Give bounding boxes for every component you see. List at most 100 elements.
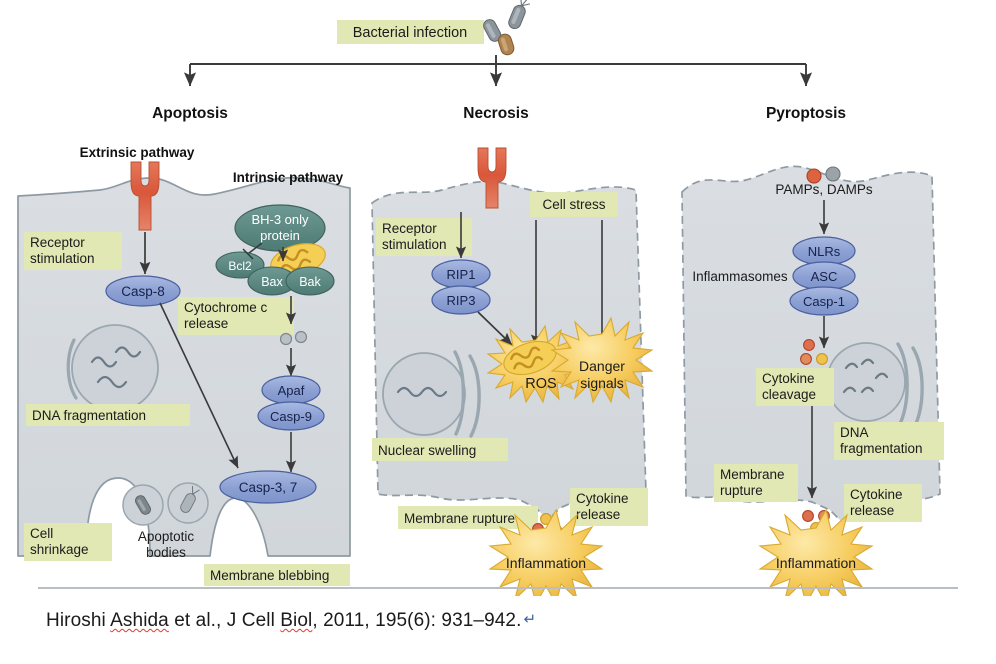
citation-journal: Biol: [280, 610, 313, 631]
pilcrow-mark: ↵: [523, 611, 537, 628]
arrow-casp8-to-casp37: [159, 302, 239, 469]
node-bax: Bax: [247, 266, 297, 296]
pathway-title-pyroptosis: Pyroptosis: [766, 105, 846, 122]
svg-text:fragmentation: fragmentation: [840, 441, 923, 456]
svg-text:DNA: DNA: [840, 425, 869, 440]
cell-death-pathways-figure: Bacterial infection Apoptosis Necrosis P…: [17, 0, 958, 596]
svg-text:BH-3 only: BH-3 only: [251, 212, 309, 227]
svg-text:release: release: [576, 507, 620, 522]
inhibition-bh3-to-bcl2: [242, 242, 263, 260]
bacteria-icon: [483, 0, 530, 56]
svg-text:stimulation: stimulation: [30, 251, 95, 266]
pyroptosis-column: PAMPs, DAMPs NLRs ASC Casp-1 Inflammasom…: [681, 165, 944, 596]
node-casp1: Casp-1: [789, 286, 859, 316]
svg-text:signals: signals: [580, 375, 624, 391]
svg-text:cleavage: cleavage: [762, 387, 816, 402]
node-bh3-only-protein: BH-3 only protein: [234, 204, 326, 252]
svg-text:protein: protein: [260, 228, 300, 243]
label-cytokine-release-pyroptosis: Cytokine release: [844, 484, 922, 522]
svg-text:Cytokine: Cytokine: [850, 487, 903, 502]
label-membrane-rupture-necrosis: Membrane rupture: [398, 506, 538, 529]
label-membrane-blebbing: Membrane blebbing: [204, 564, 350, 586]
svg-text:Receptor: Receptor: [382, 221, 437, 236]
node-rip3: RIP3: [431, 285, 491, 315]
label-nuclear-swelling: Nuclear swelling: [372, 438, 508, 461]
svg-text:rupture: rupture: [720, 483, 763, 498]
svg-text:Cytokine: Cytokine: [762, 371, 815, 386]
apoptotic-bodies-icon: Apoptotic bodies: [122, 482, 209, 560]
arrow-rip3-to-ros: [477, 311, 513, 346]
svg-text:Membrane: Membrane: [720, 467, 785, 482]
svg-text:ASC: ASC: [811, 269, 838, 284]
svg-text:Casp-8: Casp-8: [121, 284, 165, 299]
svg-text:Apoptotic: Apoptotic: [138, 529, 195, 544]
label-receptor-stimulation-necrosis: Receptor stimulation: [376, 218, 472, 256]
bacterial-infection-label: Bacterial infection: [353, 25, 467, 41]
label-inflammasomes: Inflammasomes: [692, 269, 788, 284]
label-dna-fragmentation-pyroptosis: DNA fragmentation: [834, 422, 944, 460]
node-casp8: Casp-8: [105, 275, 181, 307]
svg-text:Casp-3, 7: Casp-3, 7: [239, 480, 298, 495]
svg-text:Casp-9: Casp-9: [270, 409, 312, 424]
label-membrane-rupture-pyroptosis: Membrane rupture: [714, 464, 798, 502]
intrinsic-pathway-heading: Intrinsic pathway: [233, 170, 344, 185]
danger-signals-burst: Danger signals: [550, 316, 654, 404]
death-receptor-icon-necrosis: [477, 147, 507, 209]
svg-text:Apaf: Apaf: [278, 383, 305, 398]
top-label-group: Bacterial infection: [337, 20, 484, 44]
svg-text:Nuclear swelling: Nuclear swelling: [378, 443, 476, 458]
extrinsic-pathway-heading: Extrinsic pathway: [80, 145, 195, 160]
svg-text:stimulation: stimulation: [382, 237, 447, 252]
svg-text:Danger: Danger: [579, 358, 625, 374]
svg-text:Inflammation: Inflammation: [506, 555, 586, 571]
inflammation-burst-pyroptosis: Inflammation: [758, 508, 874, 596]
label-receptor-stimulation-apoptosis: Receptor stimulation: [24, 232, 122, 270]
label-dna-fragmentation-apoptosis: DNA fragmentation: [26, 404, 190, 426]
pamps-damps-icon: [806, 166, 841, 184]
svg-text:release: release: [850, 503, 894, 518]
node-asc: ASC: [792, 261, 856, 291]
label-cytochrome-c-release: Cytochrome c release: [178, 297, 294, 335]
citation-author-surname: Ashida: [110, 610, 169, 631]
svg-text:Bcl2: Bcl2: [228, 259, 252, 273]
label-cytokine-cleavage: Cytokine cleavage: [756, 368, 834, 406]
svg-text:Cell: Cell: [30, 526, 53, 541]
pyroptotic-nucleus: [826, 342, 924, 430]
svg-text:Bax: Bax: [261, 275, 283, 289]
svg-text:shrinkage: shrinkage: [30, 542, 89, 557]
svg-text:Membrane rupture: Membrane rupture: [404, 511, 515, 526]
label-pamps-damps: PAMPs, DAMPs: [775, 182, 873, 197]
svg-text:NLRs: NLRs: [808, 244, 841, 259]
citation-authors: Hiroshi: [46, 610, 111, 631]
ros-burst: ROS: [486, 324, 584, 404]
svg-text:DNA fragmentation: DNA fragmentation: [32, 408, 146, 423]
label-cell-shrinkage: Cell shrinkage: [24, 523, 112, 561]
inflammation-burst-necrosis: Inflammation: [488, 508, 604, 596]
citation-text: Hiroshi Ashida et al., J Cell Biol, 2011…: [46, 610, 536, 632]
svg-text:Bak: Bak: [299, 275, 321, 289]
svg-text:Inflammation: Inflammation: [776, 555, 856, 571]
death-receptor-icon: [130, 161, 160, 231]
svg-text:RIP1: RIP1: [447, 267, 476, 282]
cytochrome-c-dots: [279, 330, 308, 346]
node-nlrs: NLRs: [792, 236, 856, 266]
node-casp37: Casp-3, 7: [219, 470, 317, 504]
svg-text:Cytokine: Cytokine: [576, 491, 629, 506]
svg-text:RIP3: RIP3: [447, 293, 476, 308]
label-cytokine-release-necrosis: Cytokine release: [570, 488, 648, 526]
pathway-title-necrosis: Necrosis: [463, 105, 528, 122]
citation-tail: , 2011, 195(6): 931–942.: [312, 610, 522, 631]
svg-text:Receptor: Receptor: [30, 235, 85, 250]
distribution-arrows: [183, 55, 813, 87]
node-bak: Bak: [285, 266, 335, 296]
svg-text:ROS: ROS: [525, 376, 556, 392]
node-casp9: Casp-9: [257, 401, 325, 431]
svg-text:Cell stress: Cell stress: [542, 197, 605, 212]
svg-text:bodies: bodies: [146, 545, 186, 560]
caption-bar: Hiroshi Ashida et al., J Cell Biol, 2011…: [0, 596, 996, 664]
citation-middle: et al., J Cell: [168, 610, 281, 631]
cytokine-dots-pyroptosis-intracellular: [800, 339, 828, 365]
label-cell-stress: Cell stress: [530, 192, 618, 217]
node-rip1: RIP1: [431, 259, 491, 289]
node-apaf: Apaf: [261, 375, 321, 405]
